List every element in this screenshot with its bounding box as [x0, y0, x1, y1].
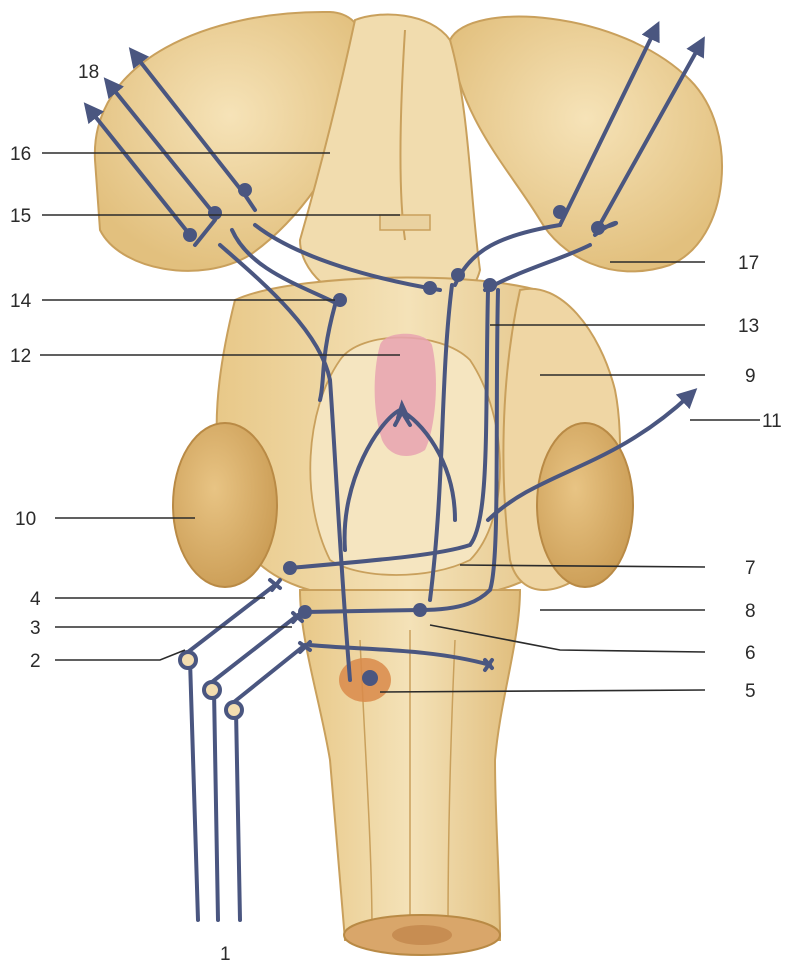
label-17: 17	[738, 253, 759, 274]
label-5: 5	[745, 681, 756, 702]
left-oval-structure	[173, 423, 277, 587]
root-fiber-3	[236, 710, 240, 920]
label-4: 4	[30, 589, 41, 610]
label-9: 9	[745, 366, 756, 387]
label-18: 18	[78, 62, 99, 83]
label-14: 14	[10, 291, 32, 312]
label-8: 8	[745, 601, 756, 622]
root-fiber-1	[190, 660, 198, 920]
label-3: 3	[30, 618, 41, 639]
root-fiber-2	[214, 690, 218, 920]
label-12: 12	[10, 346, 31, 367]
label-10: 10	[15, 509, 36, 530]
label-16: 16	[10, 144, 31, 165]
label-2: 2	[30, 651, 41, 672]
label-13: 13	[738, 316, 759, 337]
label-7: 7	[745, 558, 756, 579]
pink-nucleus	[375, 334, 436, 456]
right-cerebral-hemisphere	[450, 17, 722, 272]
label-1: 1	[220, 944, 231, 964]
label-15: 15	[10, 206, 31, 227]
label-6: 6	[745, 643, 756, 664]
label-11: 11	[762, 411, 782, 432]
